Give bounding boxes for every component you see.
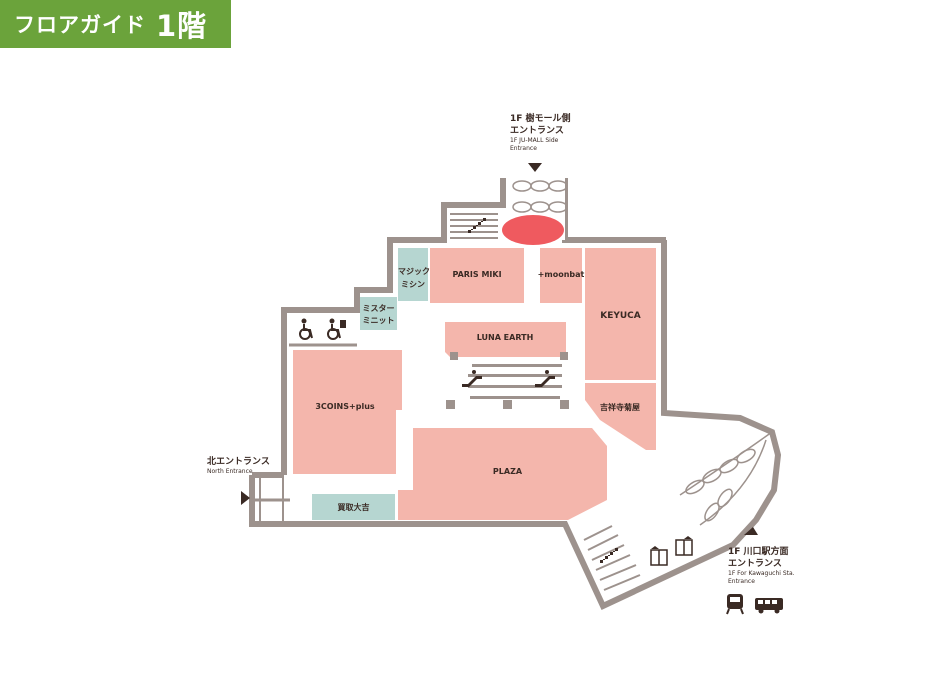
shop-plaza[interactable]	[398, 428, 607, 520]
train-icon	[726, 594, 744, 615]
floor-guide-title: フロアガイド	[14, 13, 146, 37]
shop-label-paris-miki: PARIS MIKI	[452, 270, 502, 279]
shop-label-plaza: PLAZA	[492, 467, 523, 476]
shop-luna-earth[interactable]	[445, 322, 566, 357]
shop-three-coins[interactable]	[293, 350, 402, 474]
shop-label-magic-mishin-line2: ミシン	[401, 280, 425, 289]
elevator-icon	[675, 536, 693, 556]
entrance-north-line1: 北エントランス	[207, 457, 270, 467]
shop-label-three-coins: 3COINS+plus	[315, 402, 375, 411]
family-toilet-icon	[327, 318, 346, 340]
current-location-marker	[502, 215, 564, 245]
entrance-label-north: 北エントランス North Entrance	[207, 456, 270, 476]
shop-label-mister-minit-line1: ミスター	[362, 304, 395, 313]
entrance-arrow-icon	[241, 491, 250, 505]
entrance-kawaguchi-sub2: Entrance	[728, 578, 755, 585]
entrance-kawaguchi-line1: 1F 川口駅方面	[728, 547, 789, 557]
entrance-label-top: 1F 樹モール側 エントランス 1F JU-MALL Side Entrance	[510, 113, 571, 153]
shop-magic-mishin[interactable]	[398, 248, 428, 301]
shop-label-luna-earth: LUNA EARTH	[476, 333, 534, 342]
entrance-top-sub2: Entrance	[510, 145, 537, 152]
shop-mister-minit[interactable]	[360, 297, 397, 330]
floor-number: 1階	[156, 9, 208, 43]
shop-keyuca[interactable]	[585, 248, 656, 380]
entrance-top-line1: 1F 樹モール側	[510, 114, 571, 124]
entrance-kawaguchi-line2: エントランス	[728, 559, 782, 569]
shop-paris-miki[interactable]	[430, 248, 524, 303]
shop-areas	[293, 248, 656, 520]
shop-moonbat[interactable]	[540, 248, 582, 303]
wheelchair-toilet-icon	[299, 318, 313, 340]
entrance-label-kawaguchi: 1F 川口駅方面 エントランス 1F For Kawaguchi Sta. En…	[728, 546, 795, 586]
escalator-icon	[535, 370, 555, 387]
service-areas	[312, 248, 428, 520]
shop-kaitori[interactable]	[312, 494, 395, 520]
shop-label-magic-mishin-line1: マジック	[398, 267, 430, 276]
escalator-central	[468, 364, 562, 399]
entrance-top-sub1: 1F JU-MALL Side	[510, 137, 559, 144]
entrance-arrow-icon	[528, 163, 542, 172]
bus-icon	[755, 598, 783, 614]
elevator-icon	[650, 546, 668, 566]
north-entrance-door	[259, 478, 284, 522]
pillars	[446, 352, 569, 409]
entrance-kawaguchi-sub1: 1F For Kawaguchi Sta.	[728, 570, 795, 577]
southeast-corridor	[679, 431, 773, 526]
shop-label-keyuca: KEYUCA	[600, 311, 641, 321]
shop-label-kaitori: 買取大吉	[337, 503, 370, 512]
shop-label-kichijoji: 吉祥寺菊屋	[600, 403, 640, 412]
floor-guide-header: フロアガイド 1階	[0, 0, 231, 48]
entrance-top-line2: エントランス	[510, 126, 564, 136]
shop-label-mister-minit-line2: ミニット	[362, 316, 395, 325]
entrance-north-sub1: North Entrance	[207, 468, 253, 475]
stairs-icon	[600, 548, 618, 563]
stairs-icon	[468, 218, 486, 233]
shop-label-moonbat: +moonbat	[537, 270, 585, 279]
escalator-icon	[462, 370, 482, 387]
entrance-arrow-icon	[744, 527, 758, 535]
south-stairs	[583, 525, 641, 591]
entrance-arrows	[241, 163, 758, 535]
shop-kichijoji[interactable]	[585, 383, 656, 450]
